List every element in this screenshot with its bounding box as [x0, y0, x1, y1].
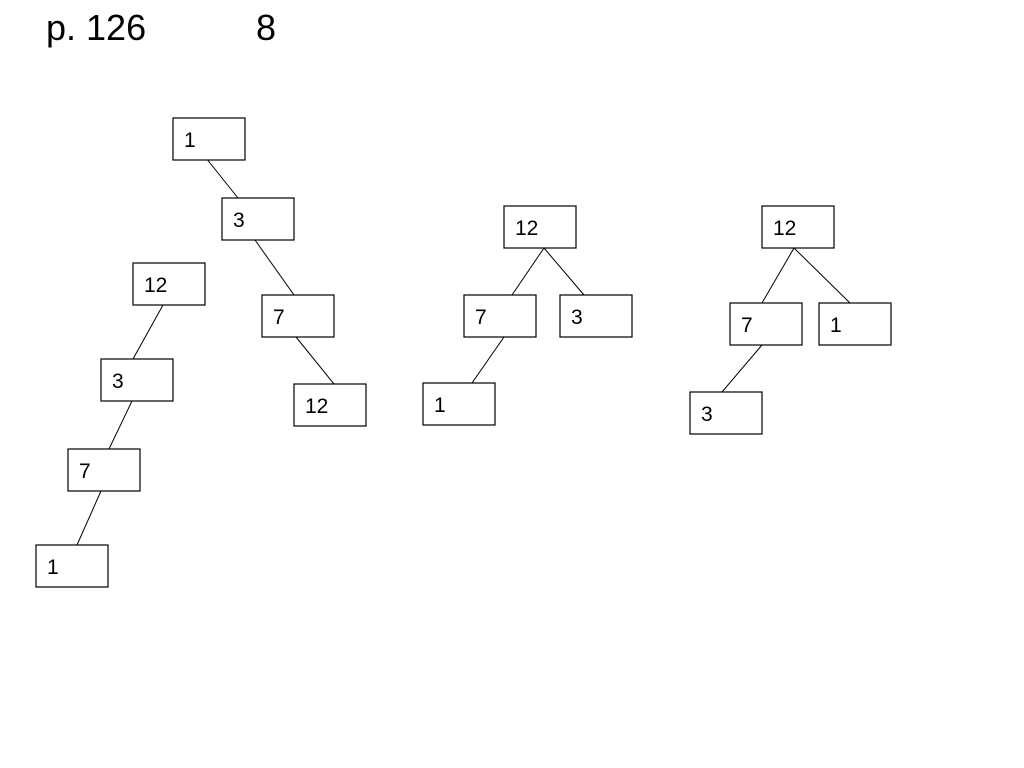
node-box	[422, 382, 496, 426]
node-box	[35, 544, 109, 588]
tree-heap-b: 12 7 1 3	[689, 205, 892, 435]
tree-node: 3	[689, 391, 763, 435]
node-label: 3	[233, 209, 245, 232]
tree-node: 1	[422, 382, 496, 426]
node-box	[503, 205, 577, 249]
node-label: 1	[830, 314, 842, 337]
node-box	[67, 448, 141, 492]
node-label: 7	[475, 306, 487, 329]
node-label: 12	[773, 217, 796, 240]
node-label: 1	[434, 394, 446, 417]
tree-node: 12	[293, 383, 367, 427]
tree-node: 1	[818, 302, 892, 346]
node-box	[132, 262, 206, 306]
node-label: 3	[571, 306, 583, 329]
tree-node: 12	[761, 205, 835, 249]
tree-node: 7	[261, 294, 335, 338]
node-label: 12	[305, 395, 328, 418]
tree-edge	[205, 157, 239, 199]
tree-chain-right: 1 3 7 12	[172, 117, 367, 427]
node-label: 7	[741, 314, 753, 337]
node-label: 7	[273, 306, 285, 329]
node-label: 12	[515, 217, 538, 240]
tree-edge	[471, 336, 505, 384]
node-box	[261, 294, 335, 338]
tree-edge	[132, 304, 164, 360]
tree-node: 7	[463, 294, 537, 338]
node-box	[689, 391, 763, 435]
tree-node: 3	[221, 197, 295, 241]
tree-edge	[721, 344, 763, 393]
tree-edge	[793, 247, 851, 304]
tree-node: 1	[172, 117, 246, 161]
node-label: 3	[701, 403, 713, 426]
node-box	[172, 117, 246, 161]
node-box	[293, 383, 367, 427]
tree-edge	[511, 247, 545, 296]
tree-edge	[108, 400, 133, 450]
node-box	[761, 205, 835, 249]
tree-edge	[543, 247, 585, 296]
tree-node: 3	[559, 294, 633, 338]
tree-edge	[295, 336, 335, 385]
node-box	[221, 197, 295, 241]
node-label: 3	[112, 370, 124, 393]
tree-node: 1	[35, 544, 109, 588]
tree-edge	[761, 247, 795, 304]
node-label: 1	[184, 129, 196, 152]
tree-chain-left: 12 3 7 1	[35, 262, 206, 588]
node-box	[559, 294, 633, 338]
node-box	[100, 358, 174, 402]
node-label: 1	[47, 556, 59, 579]
node-label: 12	[144, 274, 167, 297]
exercise-number: 8	[256, 7, 277, 48]
tree-edge	[254, 239, 295, 296]
node-box	[818, 302, 892, 346]
tree-node: 3	[100, 358, 174, 402]
tree-edge	[76, 490, 102, 546]
tree-node: 7	[729, 302, 803, 346]
node-label: 7	[79, 460, 91, 483]
tree-node: 12	[132, 262, 206, 306]
tree-node: 12	[503, 205, 577, 249]
page-reference: p. 126	[46, 7, 147, 48]
tree-heap-a: 12 7 3 1	[422, 205, 633, 426]
node-box	[463, 294, 537, 338]
node-box	[729, 302, 803, 346]
tree-node: 7	[67, 448, 141, 492]
